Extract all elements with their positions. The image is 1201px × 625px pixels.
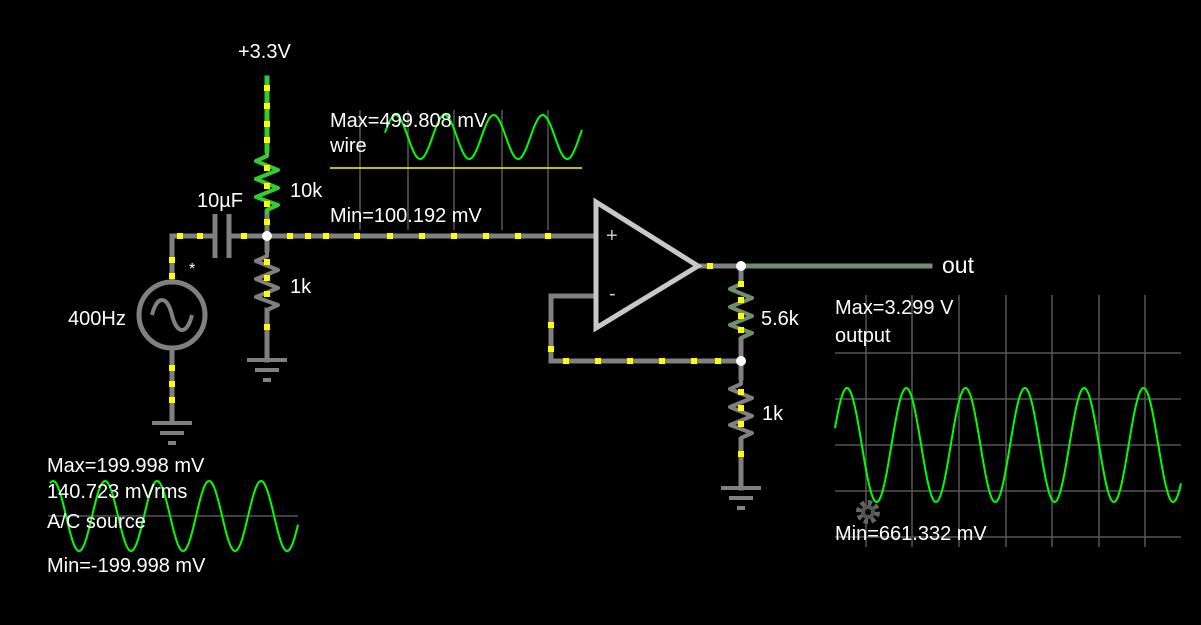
scope-source-name: A/C source [47, 511, 146, 533]
current-dot [354, 233, 360, 239]
resistor-1k-input[interactable] [254, 250, 280, 312]
scope-source-trace [49, 479, 299, 553]
scope-output-max: Max=3.299 V [835, 297, 954, 319]
resistor-5k6[interactable] [728, 278, 754, 340]
scope-source-min: Min=-199.998 mV [47, 555, 206, 577]
r10k-label: 10k [290, 180, 323, 202]
current-dot [738, 451, 744, 457]
current-dot [264, 201, 270, 207]
resistor-1k-ground[interactable] [728, 378, 754, 440]
current-dot [515, 233, 521, 239]
current-dot [738, 297, 744, 303]
current-dot [715, 358, 721, 364]
current-dot [264, 137, 270, 143]
current-dot [419, 233, 425, 239]
current-dot [738, 405, 744, 411]
current-dot [738, 313, 744, 319]
current-dot [264, 291, 270, 297]
cap-label: 10µF [197, 190, 243, 212]
current-dot [738, 389, 744, 395]
current-dot [169, 273, 175, 279]
ground-symbol-input [247, 358, 287, 382]
junction-node-feedback[interactable] [736, 356, 746, 366]
feedback-wire[interactable] [548, 293, 744, 364]
output-label: out [942, 252, 975, 278]
junction-node-output[interactable] [736, 261, 746, 271]
scope-output-grid [835, 295, 1181, 547]
scope-wire-trace [384, 113, 583, 161]
current-dot [738, 327, 744, 333]
current-dot [305, 233, 311, 239]
scope-source-rms: 140.723 mVrms [47, 481, 187, 503]
current-dot [627, 358, 633, 364]
current-dot [197, 233, 203, 239]
opamp-minus-label: - [609, 283, 616, 305]
current-dot [264, 219, 270, 225]
scope-source-max: Max=199.998 mV [47, 455, 205, 477]
current-dot [177, 233, 183, 239]
current-dot [738, 281, 744, 287]
scope-wire-min: Min=100.192 mV [330, 205, 482, 227]
current-dot [545, 233, 551, 239]
current-dot [595, 358, 601, 364]
current-dot [264, 259, 270, 265]
current-dot [548, 346, 554, 352]
capacitor-10uf[interactable] [212, 214, 232, 258]
current-dot [691, 358, 697, 364]
current-dot [707, 263, 713, 269]
current-dot [659, 358, 665, 364]
current-dot [264, 165, 270, 171]
sine-symbol-icon [150, 298, 194, 332]
r1k-input-label: 1k [290, 276, 312, 298]
current-dot [169, 257, 175, 263]
current-dots [169, 85, 744, 457]
current-dot [264, 275, 270, 281]
opamp-plus-label: + [606, 225, 618, 247]
current-dot [387, 233, 393, 239]
current-dot [264, 103, 270, 109]
scope-output[interactable]: Max=3.299 V output Min=661.332 mV [834, 295, 1182, 547]
source-marker: * [189, 261, 195, 278]
ground-symbol-source [152, 421, 192, 445]
r1k-ground-label: 1k [762, 403, 784, 425]
current-dot [483, 233, 489, 239]
scope-output-name: output [835, 325, 891, 347]
scope-wire[interactable]: Max=499.808 mV wire Min=100.192 mV [329, 110, 583, 230]
current-dot [241, 233, 247, 239]
scope-output-trace [834, 386, 1182, 504]
current-dot [548, 322, 554, 328]
gear-icon[interactable] [856, 500, 880, 524]
scope-wire-name: wire [329, 135, 367, 157]
current-dot [264, 121, 270, 127]
r5k6-label: 5.6k [761, 308, 800, 330]
scope-wire-max: Max=499.808 mV [330, 110, 488, 132]
scope-source[interactable]: Max=199.998 mV 140.723 mVrms A/C source … [47, 455, 299, 577]
current-dot [738, 421, 744, 427]
ac-source[interactable] [136, 279, 208, 351]
current-dot [169, 397, 175, 403]
current-dot [264, 183, 270, 189]
ground-symbol-output [721, 486, 761, 510]
current-dot [287, 233, 293, 239]
supply-label: +3.3V [238, 41, 291, 63]
current-dot [323, 233, 329, 239]
current-dot [169, 365, 175, 371]
junction-node-input[interactable] [262, 231, 272, 241]
opamp[interactable] [593, 197, 703, 333]
source-label: 400Hz [68, 308, 126, 330]
current-dot [563, 358, 569, 364]
current-dot [264, 85, 270, 91]
scope-output-min: Min=661.332 mV [835, 523, 987, 545]
current-dot [169, 381, 175, 387]
current-dot [264, 324, 270, 330]
current-dot [451, 233, 457, 239]
